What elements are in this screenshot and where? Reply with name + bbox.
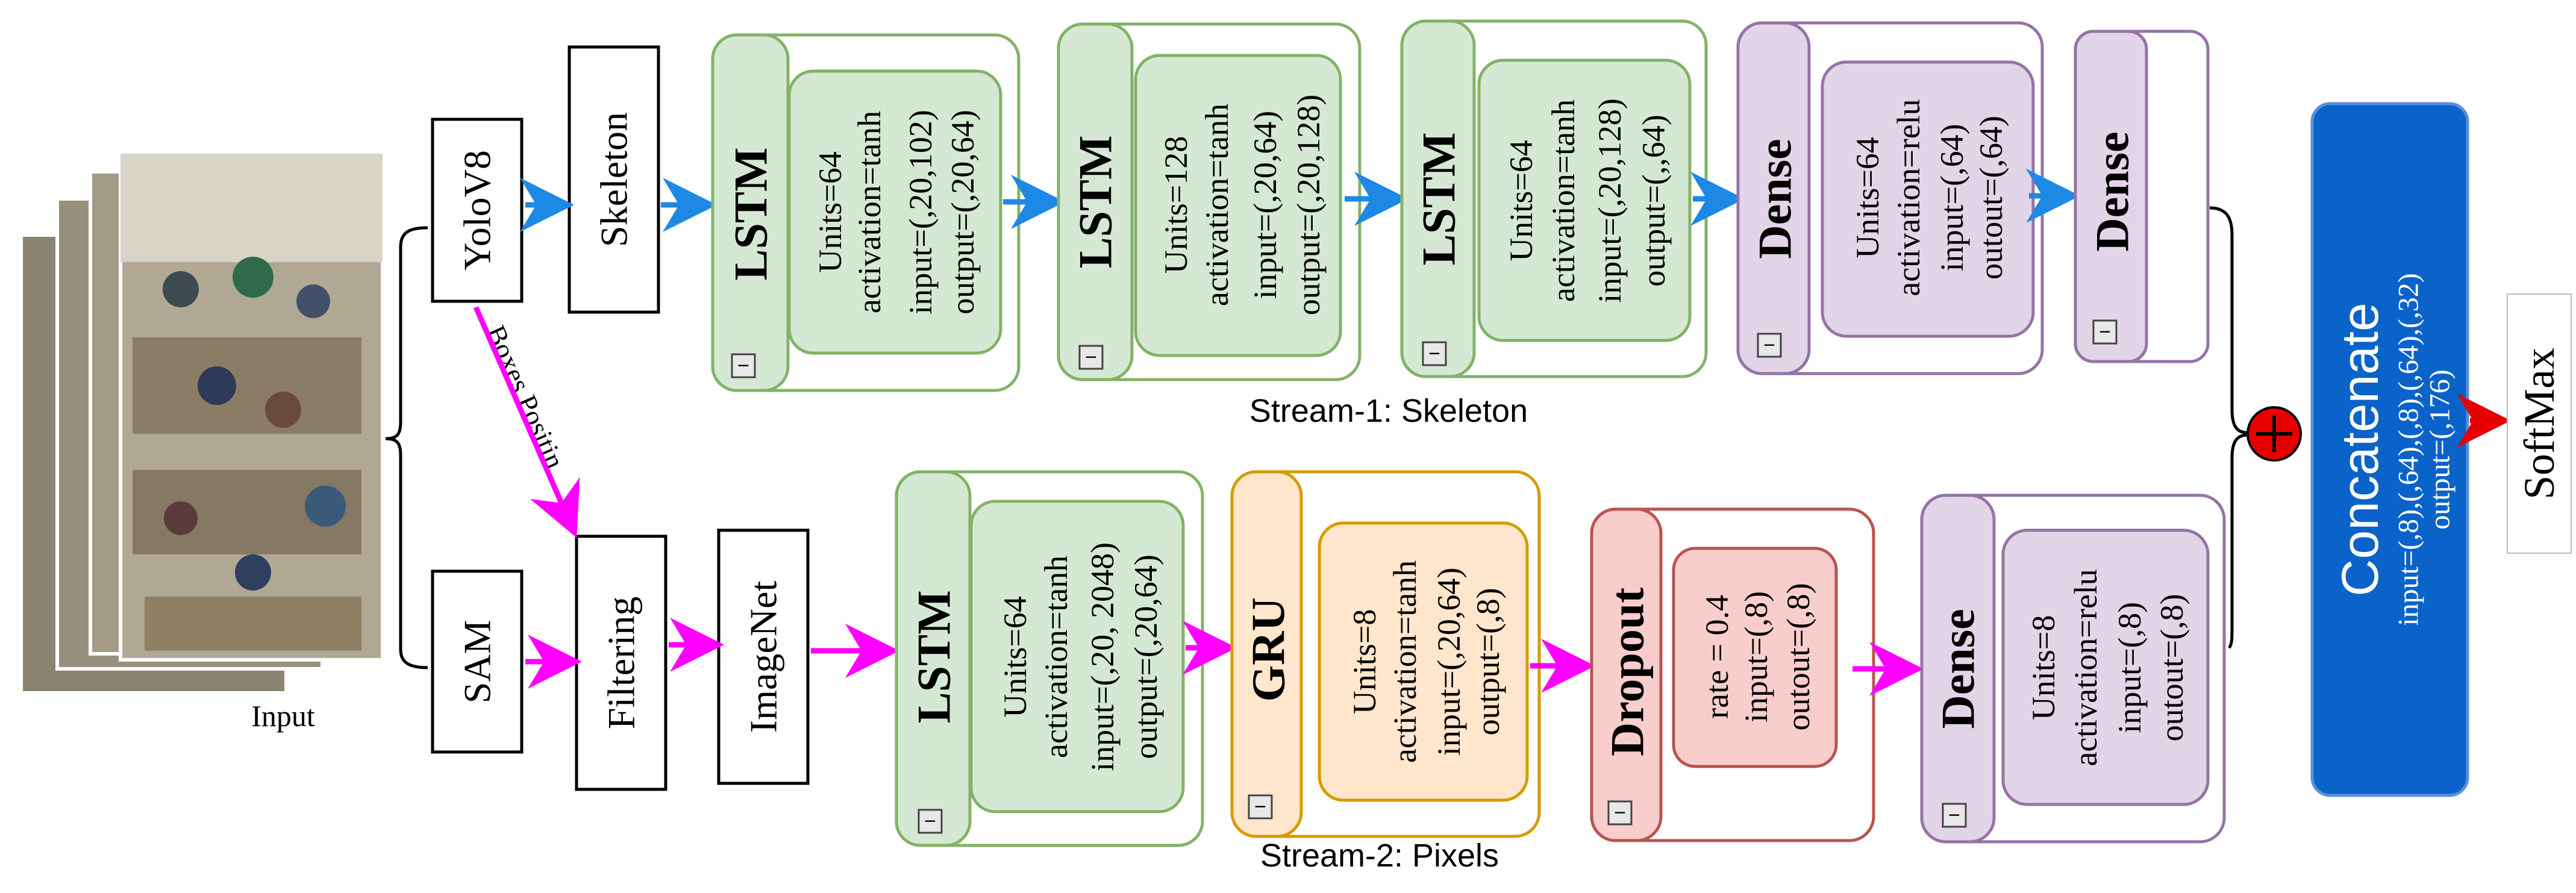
svg-text:−: − xyxy=(924,810,936,833)
s1-lstm2-line-3: input=(,20,64) xyxy=(1247,111,1283,299)
s1-lstm3-line-4: output=(,,64) xyxy=(1636,114,1672,286)
s2-gru-block: GRU − Units=8 activation=tanh input=(,20… xyxy=(1230,470,1541,838)
s2-dropout-line-3: outout=(,8) xyxy=(1780,583,1816,731)
collapse-icon: − xyxy=(2092,319,2118,345)
s2-dropout-line-2: input=(,8) xyxy=(1738,591,1774,722)
s1-lstm3-line-1: Units=64 xyxy=(1503,140,1539,261)
s1-lstm1-title: LSTM xyxy=(725,147,777,280)
svg-text:−: − xyxy=(2099,321,2111,343)
concatenate-block: Concatenate input=(,8),(,64),(,8),(,64),… xyxy=(2310,102,2469,797)
svg-text:−: − xyxy=(1254,795,1266,818)
s2-lstm-line-4: output=(,20,64) xyxy=(1128,554,1164,759)
merge-bracket xyxy=(2209,206,2248,649)
yolo-box: YoloV8 xyxy=(431,118,524,303)
concat-input: input=(,8),(,64),(,8),(,64),(,32) xyxy=(2393,273,2425,626)
s2-gru-line-1: Units=8 xyxy=(1346,609,1383,714)
s1-lstm2-line-1: Units=128 xyxy=(1158,136,1194,274)
s1-dense1-block: Dense − Units=64 activation=relu input=(… xyxy=(1736,21,2044,375)
prep-arrows xyxy=(473,178,899,689)
skeleton-label: Skeleton xyxy=(593,112,636,247)
s1-dense1-line-1: Units=64 xyxy=(1849,137,1886,258)
s1-lstm3-line-2: activation=tanh xyxy=(1545,99,1581,302)
s1-lstm1-block: LSTM − Units=64 activation=tanh input=(,… xyxy=(711,33,1021,392)
sam-label: SAM xyxy=(456,620,499,704)
s1-lstm2-title: LSTM xyxy=(1069,135,1122,268)
stream1-caption: Stream-1: Skeleton xyxy=(1249,393,1528,429)
yolo-label: YoloV8 xyxy=(456,150,499,271)
s1-lstm2-line-4: output=(,20,128) xyxy=(1290,95,1327,315)
s1-lstm3-line-3: input=(,20,128) xyxy=(1592,98,1628,302)
svg-text:−: − xyxy=(1428,342,1440,365)
imagenet-label: ImageNet xyxy=(742,581,785,733)
s1-dense1-line-3: input=(,64) xyxy=(1934,124,1970,272)
svg-text:−: − xyxy=(1614,801,1626,824)
filtering-box: Filtering xyxy=(575,534,667,791)
input-bracket xyxy=(385,226,428,669)
s2-lstm-title: LSTM xyxy=(908,590,960,723)
filtering-label: Filtering xyxy=(600,597,643,729)
imagenet-box: ImageNet xyxy=(717,528,810,785)
s2-lstm-line-2: activation=tanh xyxy=(1038,556,1074,758)
s1-lstm2-line-2: activation=tanh xyxy=(1199,104,1235,306)
concat-output: output=(,176) xyxy=(2424,369,2456,530)
s2-dense-line-3: input=(,8) xyxy=(2112,602,2148,733)
collapse-icon: − xyxy=(1607,800,1633,826)
s1-dense2-title: Dense xyxy=(2086,131,2139,251)
s1-lstm1-line-4: output=(,20,64) xyxy=(945,110,981,314)
svg-text:−: − xyxy=(1085,346,1097,369)
skeleton-box: Skeleton xyxy=(567,45,660,314)
s2-gru-line-4: output=(,8) xyxy=(1470,588,1506,736)
arrow-yolo-filtering xyxy=(473,306,580,538)
concat-title: Concatenate xyxy=(2331,302,2389,597)
s1-lstm1-line-2: activation=tanh xyxy=(851,111,887,313)
collapse-icon: − xyxy=(1942,803,1967,828)
s1-lstm1-line-3: input=(,20,102) xyxy=(902,110,939,314)
s2-dense-line-4: outout=(,8) xyxy=(2154,594,2190,742)
s1-dense1-line-2: activation=relu xyxy=(1890,99,1927,296)
collapse-icon: − xyxy=(1757,333,1782,358)
s2-dense-line-2: activation=relu xyxy=(2068,569,2104,766)
s2-lstm-block: LSTM − Units=64 activation=tanh input=(,… xyxy=(895,470,1204,847)
collapse-icon: − xyxy=(1422,341,1447,366)
collapse-icon: − xyxy=(731,353,756,378)
svg-text:−: − xyxy=(737,354,749,377)
s2-gru-line-3: input=(,20,64) xyxy=(1431,568,1467,756)
s2-dropout-title: Dropout xyxy=(1601,588,1654,756)
s2-dense-block: Dense − Units=8 activation=relu input=(,… xyxy=(1920,494,2226,844)
add-operator-icon xyxy=(2246,406,2302,462)
s1-lstm2-block: LSTM − Units=128 activation=tanh input=(… xyxy=(1057,22,1361,381)
stream2-caption: Stream-2: Pixels xyxy=(1260,838,1499,874)
s2-dropout-line-1: rate = 0.4 xyxy=(1699,595,1735,719)
input-label: Input xyxy=(251,699,315,733)
input-frame-1 xyxy=(119,152,384,662)
collapse-icon: − xyxy=(918,809,943,834)
s1-lstm3-title: LSTM xyxy=(1413,132,1465,265)
s2-dense-title: Dense xyxy=(1932,609,1984,728)
s1-lstm1-line-1: Units=64 xyxy=(812,151,848,272)
s1-dense1-line-4: outout=(,64) xyxy=(1973,116,2009,280)
s2-gru-line-2: activation=tanh xyxy=(1387,560,1423,763)
s2-gru-title: GRU xyxy=(1242,597,1295,701)
input-frames: Input xyxy=(19,152,384,733)
s1-dense2-block: Dense − xyxy=(2074,30,2210,363)
softmax-box: SoftMax xyxy=(2507,293,2572,554)
collapse-icon: − xyxy=(1078,345,1104,370)
svg-text:−: − xyxy=(1763,334,1775,357)
s2-dropout-block: Dropout − rate = 0.4 input=(,8) outout=(… xyxy=(1590,507,1875,842)
s1-dense1-title: Dense xyxy=(1749,139,1801,258)
s2-lstm-line-3: input=(,20, 2048) xyxy=(1084,542,1121,771)
collapse-icon: − xyxy=(1248,794,1273,819)
softmax-label: SoftMax xyxy=(2515,348,2563,500)
s2-lstm-line-1: Units=64 xyxy=(997,596,1033,717)
s2-dense-line-1: Units=8 xyxy=(2025,615,2062,720)
svg-text:−: − xyxy=(1948,804,1960,827)
s1-lstm3-block: LSTM − Units=64 activation=tanh input=(,… xyxy=(1400,19,1708,378)
sam-box: SAM xyxy=(431,569,524,754)
